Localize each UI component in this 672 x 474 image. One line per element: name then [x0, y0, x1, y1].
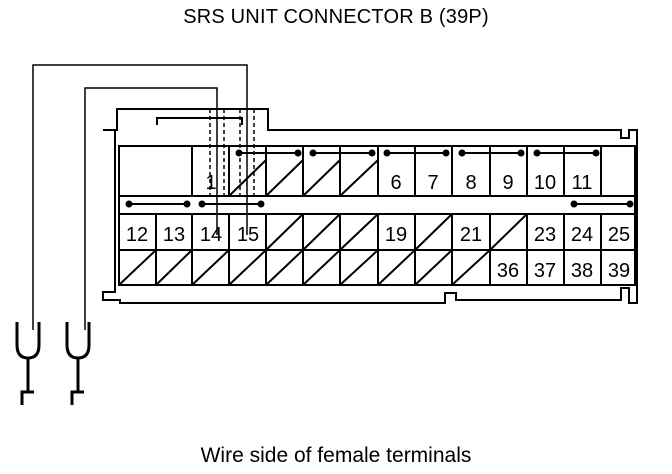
wire-left [32, 64, 248, 330]
shorting-bars [125, 149, 634, 208]
terminal-label: 14 [200, 224, 222, 246]
terminal-label: 12 [126, 224, 148, 246]
terminal-label: 10 [534, 172, 556, 194]
terminal-label: 25 [608, 224, 630, 246]
terminal-label: 8 [465, 172, 476, 194]
diagram-title: SRS UNIT CONNECTOR B (39P) [183, 6, 489, 28]
terminal-label: 6 [390, 172, 401, 194]
terminal-label: 7 [427, 172, 438, 194]
terminal-label: 13 [163, 224, 185, 246]
wires [32, 64, 248, 330]
terminal-label: 24 [571, 224, 593, 246]
terminal-label: 37 [534, 260, 556, 282]
terminal-label: 21 [460, 224, 482, 246]
ground-symbol-left [15, 322, 41, 405]
terminal-label: 9 [502, 172, 513, 194]
connector-housing [102, 108, 638, 304]
wire-right [84, 87, 218, 330]
wire-dashed-segments [209, 109, 255, 196]
diagram-caption: Wire side of female terminals [200, 444, 472, 467]
terminal-label: 23 [534, 224, 556, 246]
terminal-label: 11 [572, 172, 593, 194]
terminal-label: 15 [237, 224, 259, 246]
terminal-label: 19 [385, 224, 407, 246]
terminal-label: 1 [205, 172, 216, 194]
terminal-label: 36 [497, 260, 519, 282]
ground-symbol-right [65, 322, 91, 405]
terminal-label: 38 [571, 260, 593, 282]
connector-lock-tab [156, 117, 243, 125]
terminal-label: 39 [608, 260, 630, 282]
empty-cavity-marks [118, 159, 528, 286]
